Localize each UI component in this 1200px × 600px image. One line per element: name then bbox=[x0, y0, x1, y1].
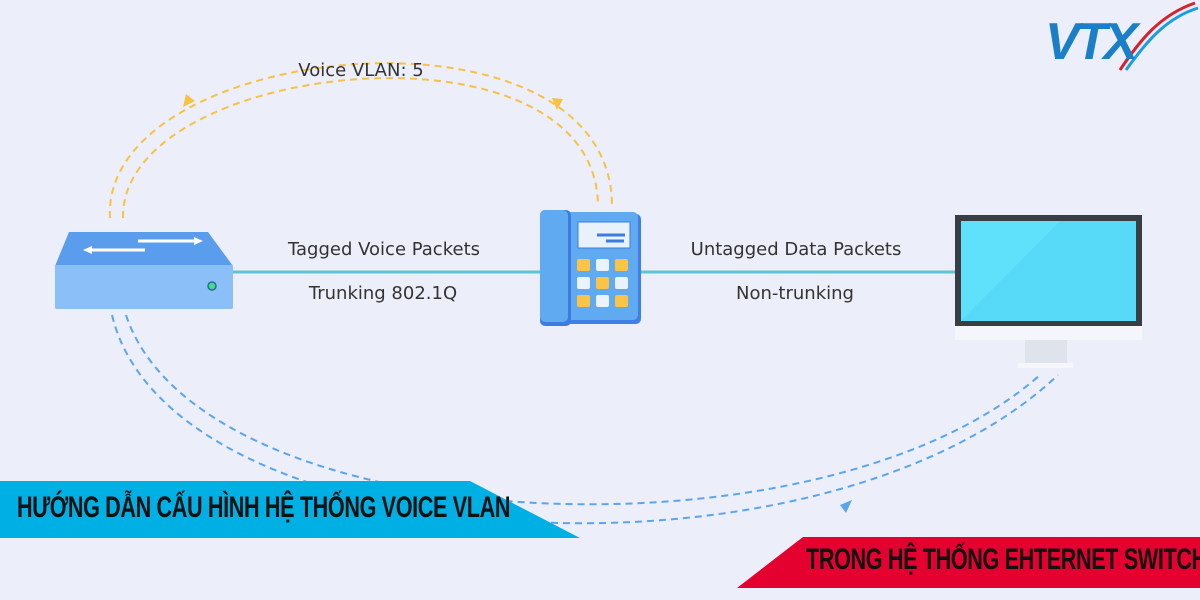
trunking-label: Trunking 802.1Q bbox=[308, 283, 458, 304]
arrow-down-icon bbox=[552, 98, 563, 110]
ip-phone-icon bbox=[540, 210, 641, 326]
non-trunking-label: Non-trunking bbox=[736, 283, 854, 304]
switch-icon bbox=[55, 232, 233, 309]
primary-banner-bg bbox=[0, 481, 580, 538]
arrow-right-icon bbox=[840, 500, 852, 513]
primary-banner-title: HƯỚNG DẪN CẤU HÌNH HỆ THỐNG VOICE VLAN bbox=[17, 491, 511, 524]
logo-swoosh bbox=[1118, 1, 1196, 71]
voice-vlan-label: Voice VLAN: 5 bbox=[298, 60, 424, 81]
computer-monitor-icon bbox=[955, 215, 1142, 368]
voice-vlan-arcs bbox=[108, 62, 613, 219]
secondary-banner-title: TRONG HỆ THỐNG EHTERNET SWITCH bbox=[806, 543, 1200, 576]
arrow-left-icon bbox=[183, 94, 195, 107]
secondary-banner-bg bbox=[737, 537, 1200, 588]
untagged-packets-label: Untagged Data Packets bbox=[690, 239, 902, 260]
vtx-logo: VTX bbox=[1045, 13, 1138, 71]
tagged-packets-label: Tagged Voice Packets bbox=[287, 239, 481, 260]
